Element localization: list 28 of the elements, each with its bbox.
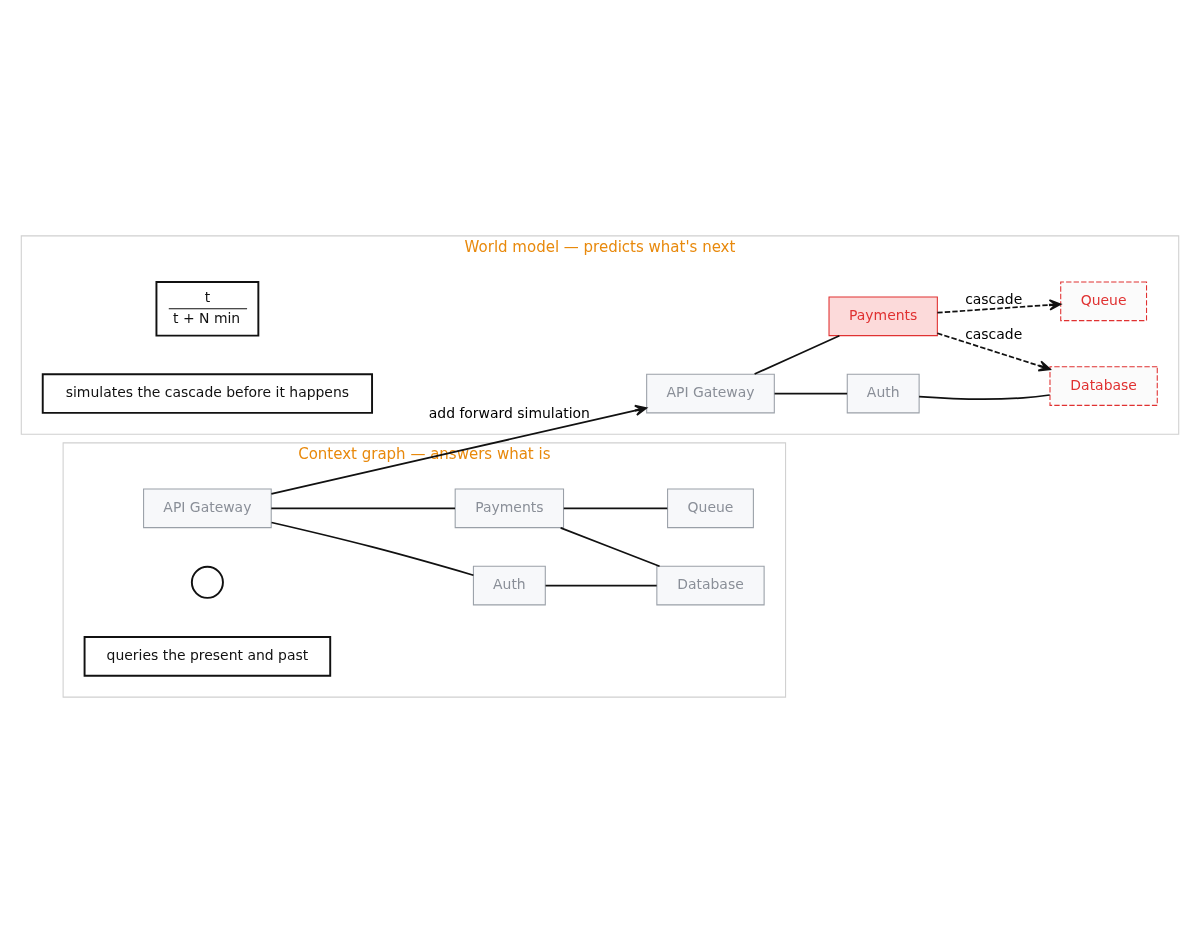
node-box: Database <box>656 565 765 606</box>
arrow <box>936 299 1062 314</box>
node-box: Database <box>1049 366 1158 406</box>
arrow <box>270 404 648 495</box>
connector <box>753 334 841 375</box>
node-box: t t + N min <box>155 281 260 337</box>
node-circle <box>190 565 224 599</box>
node-box: queries the present and past <box>83 636 332 677</box>
connector <box>562 507 669 510</box>
node-box: API Gateway <box>143 488 272 529</box>
connector <box>559 526 661 568</box>
connector <box>270 521 475 577</box>
connector <box>918 394 1051 400</box>
node-box: Auth <box>472 565 546 606</box>
node-box: API Gateway <box>646 373 775 414</box>
edge-label: cascade <box>965 326 1023 343</box>
edge-label: add forward simulation <box>428 404 590 421</box>
node-box: Payments <box>828 296 938 337</box>
node-box: Payments <box>454 488 565 529</box>
connector <box>270 507 456 510</box>
connector <box>773 392 848 395</box>
node-box: simulates the cascade before it happens <box>41 373 373 414</box>
edge-label: cascade <box>965 290 1023 307</box>
node-box: Queue <box>667 488 754 529</box>
node-box: Auth <box>846 373 920 414</box>
arrow <box>936 332 1051 372</box>
connector <box>544 584 658 587</box>
node-box: Queue <box>1060 281 1148 322</box>
